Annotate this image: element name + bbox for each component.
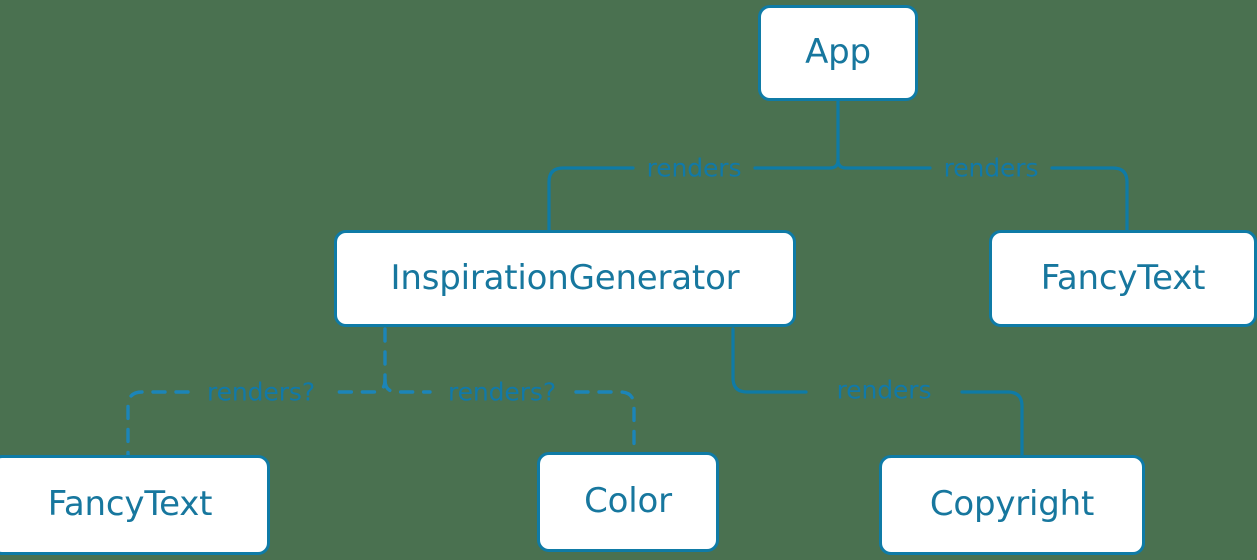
edge-inspirationgenerator-to-copyright	[731, 327, 808, 394]
edge-label-inspirationgenerator-to-color: renders?	[448, 377, 556, 407]
node-fancytext-top[interactable]: FancyText	[989, 230, 1257, 327]
edge-label-inspirationgenerator-to-copyright: renders	[836, 375, 932, 405]
edge-inspirationgenerator-dashed-stem-right	[383, 378, 432, 394]
node-fancytext-top-label: FancyText	[1040, 257, 1206, 298]
edge-app-to-fancytext-top	[1050, 166, 1129, 232]
node-fancytext-bottom-label: FancyText	[47, 484, 213, 524]
edge-inspirationgenerator-to-fancytext-bottom	[126, 390, 190, 459]
node-color[interactable]: Color	[537, 452, 719, 552]
node-copyright[interactable]: Copyright	[879, 455, 1145, 555]
node-inspirationgenerator[interactable]: InspirationGenerator	[334, 230, 796, 327]
edge-inspirationgenerator-dashed-stem	[335, 327, 387, 394]
edge-app-stem-left	[753, 158, 840, 170]
node-app-label: App	[805, 32, 871, 72]
edge-app-to-inspirationgenerator	[547, 166, 635, 232]
edge-app-stem	[836, 99, 932, 170]
node-copyright-label: Copyright	[929, 484, 1095, 524]
node-fancytext-bottom[interactable]: FancyText	[0, 455, 270, 555]
node-color-label: Color	[584, 481, 672, 521]
edge-copyright-stem	[960, 390, 1024, 459]
node-app[interactable]: App	[758, 5, 918, 101]
node-inspirationgenerator-label: InspirationGenerator	[390, 257, 740, 298]
edge-inspirationgenerator-to-color	[574, 390, 636, 456]
edge-label-inspirationgenerator-to-fancytext-bottom: renders?	[207, 377, 315, 407]
edge-label-app-to-fancytext-top: renders	[943, 153, 1039, 183]
edge-label-app-to-inspirationgenerator: renders	[646, 153, 742, 183]
